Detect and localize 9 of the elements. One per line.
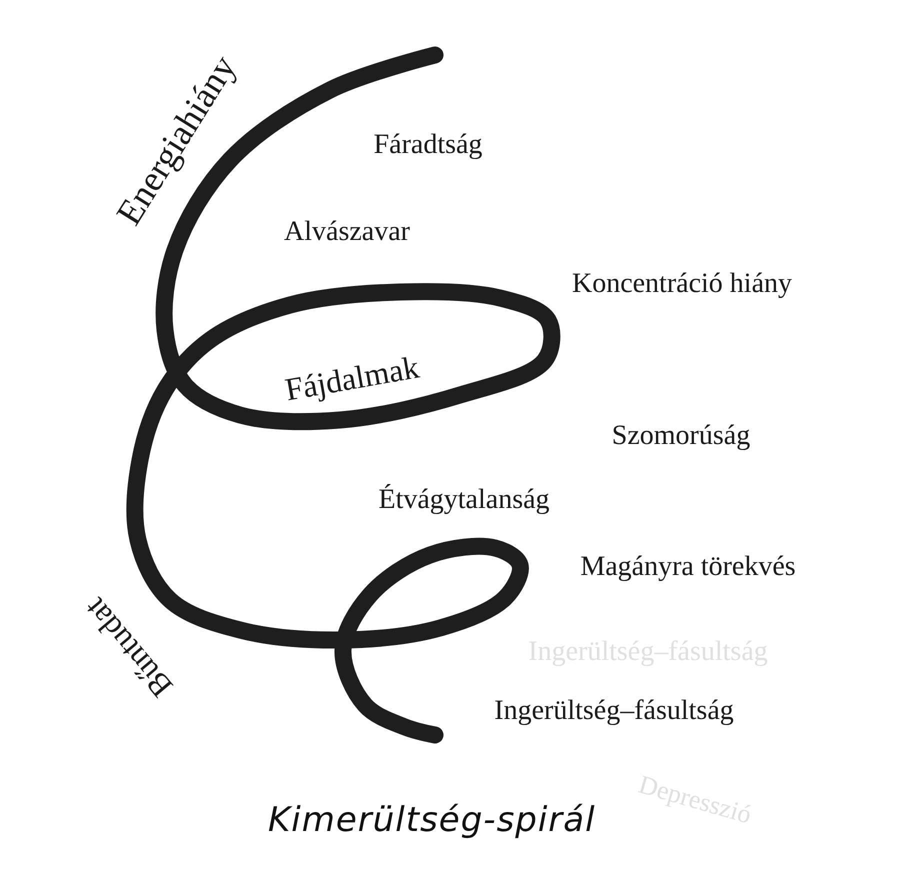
symptom-label: Alvászavar <box>284 218 410 246</box>
symptom-label: Szomorúság <box>612 422 750 450</box>
symptom-label: Magányra törekvés <box>580 553 796 581</box>
symptom-label: Fájdalmak <box>282 350 422 406</box>
symptom-label: Ingerültség–fásultság <box>494 697 734 725</box>
symptom-label: Koncentráció hiány <box>572 270 792 298</box>
symptom-label: Fáradtság <box>374 131 482 159</box>
symptom-label: Étvágytalanság <box>378 486 550 514</box>
title: Kimerültség-spirál <box>268 800 596 840</box>
